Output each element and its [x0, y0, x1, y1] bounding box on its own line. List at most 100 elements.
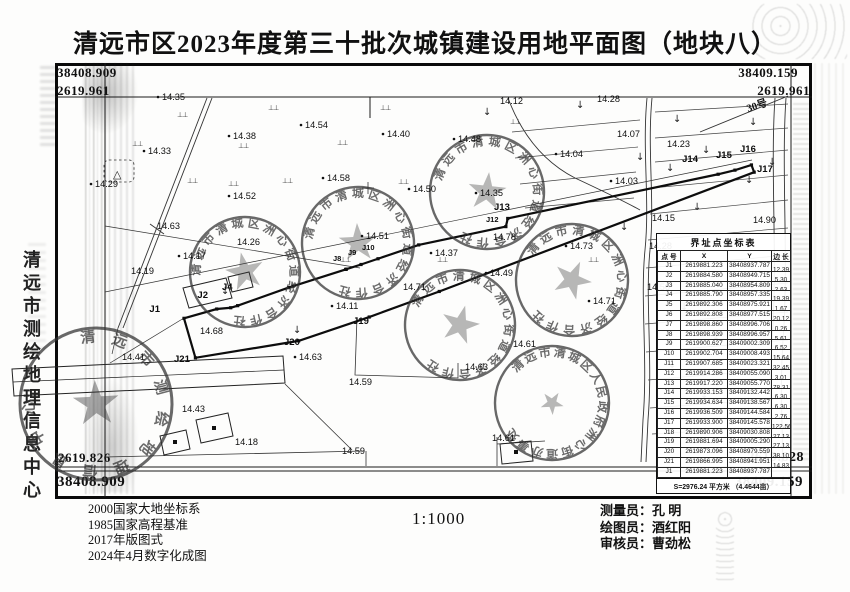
point-id-cell: J4 [657, 290, 681, 301]
elevation-value: 14.35 [480, 188, 503, 198]
x-cell: 2619936.509 [680, 407, 728, 419]
side-length-cell: 78.31 [771, 378, 791, 389]
y-cell: 38408937.787 [727, 261, 772, 272]
x-cell: 2619914.286 [680, 368, 728, 380]
spot-elevation: 14.11 [330, 301, 358, 311]
elevation-value: 14.38 [233, 131, 256, 141]
y-cell: 38408975.921 [727, 300, 772, 311]
boundary-point-label: J4 [222, 282, 233, 293]
elevation-value: 14.71 [593, 296, 616, 306]
control-point-icon: △ [113, 169, 122, 181]
corner-coordinate-top-right-northing: 2619.961 [757, 83, 810, 98]
y-cell: 38409023.321 [727, 358, 772, 370]
boundary-point-label: J12 [486, 215, 499, 224]
x-cell: 2619873.096 [680, 447, 728, 458]
point-id-cell: J19 [657, 437, 681, 448]
y-cell: 38408996.957 [727, 329, 772, 340]
y-cell: 38408996.706 [727, 319, 772, 331]
spot-elevation: 14.61 [513, 339, 536, 349]
boundary-vertex [229, 306, 233, 310]
spot-elevation: 14.73 [564, 241, 593, 251]
boundary-vertex [506, 216, 510, 221]
x-cell: 2619885.790 [680, 290, 728, 301]
boundary-vertex [193, 356, 198, 360]
point-id-cell: J16 [657, 407, 681, 419]
star-icon [338, 223, 377, 260]
x-cell: 2619900.627 [680, 339, 728, 350]
spot-elevation: 14.71 [403, 282, 426, 292]
x-cell: 2619898.939 [680, 329, 728, 340]
side-length-cell: 5.61 [771, 329, 791, 340]
elevation-value: 14.23 [667, 139, 690, 149]
side-length-cell: 20.12 [771, 309, 791, 321]
cadastral-lines [104, 95, 789, 466]
elevation-value: 14.63 [299, 352, 322, 362]
elevation-value: 14.03 [615, 176, 638, 186]
grass-symbol-icon: ⊥⊥ [177, 111, 188, 119]
side-length-cell: 3.01 [771, 368, 791, 380]
slope-arrow-icon: ↓ [702, 145, 710, 156]
side-length-cell: 5.30 [771, 270, 791, 282]
side-length-cell: 14.83 [771, 456, 791, 468]
point-id-cell: J2 [657, 270, 681, 282]
x-cell: 2619884.580 [680, 270, 728, 282]
table-header-row: 点 号 X Y 边 长 [657, 250, 791, 262]
round-stamp: 清远市清城区洲心街道经济合作社 [178, 204, 313, 340]
side-length-cell: 1.67 [771, 300, 791, 311]
area-summary: S=2976.24 平方米 （4.4644亩） [657, 477, 790, 493]
x-cell: 2619898.860 [680, 319, 728, 331]
boundary-vertex [733, 168, 737, 172]
y-cell: 38409055.770 [727, 378, 772, 389]
slope-arrow-icon: ↓ [749, 117, 757, 128]
elevation-value: 14.63 [465, 362, 488, 372]
y-cell: 38408979.559 [727, 447, 772, 458]
spot-elevation: 14.12 [500, 96, 523, 106]
point-id-cell: J1 [657, 261, 681, 272]
boundary-point-label: J20 [284, 337, 300, 348]
slope-arrow-icon: ↓ [693, 202, 701, 213]
star-icon [225, 252, 263, 291]
side-length-cell: 38.10 [771, 447, 791, 458]
slope-arrow-icon: ↓ [745, 175, 753, 186]
point-id-cell: J7 [657, 319, 681, 331]
boundary-vertex [287, 285, 291, 290]
spot-elevation: 14.54 [299, 120, 328, 130]
spot-elevation: 14.33 [142, 146, 171, 156]
side-length-cell: 19.39 [771, 290, 791, 301]
spot-elevation: 14.50 [407, 184, 436, 194]
note-line: 2024年4月数字化成图 [88, 548, 207, 563]
y-cell: 38409132.442 [727, 388, 772, 399]
y-cell: 38409145.578 [727, 417, 772, 429]
spot-elevation: 14.43 [182, 404, 205, 414]
corner-coordinate-top-right-easting: 38409.159 [738, 65, 798, 80]
spot-elevation: 14.29 [89, 179, 118, 189]
reviewer-row: 审核员：曹劲松 [600, 536, 692, 551]
y-cell: 38409005.290 [727, 437, 772, 448]
x-cell: 2619892.306 [680, 300, 728, 311]
y-cell: 38408977.515 [727, 309, 772, 321]
elevation-value: 14.15 [652, 213, 675, 223]
elevation-value: 14.12 [500, 96, 523, 106]
round-stamp: 清远市清城区人民政府洲心街道办事处 [471, 322, 633, 485]
agency-seal: 清远市测绘地理信息中心 [0, 306, 195, 502]
point-id-cell: J9 [657, 339, 681, 350]
point-id-cell: J5 [657, 300, 681, 311]
point-id-cell: J12 [657, 368, 681, 380]
side-length-cell: 32.45 [771, 358, 791, 370]
elevation-value: 14.18 [235, 437, 258, 447]
boundary-point-label: J19 [353, 316, 369, 327]
spot-elevation: 14.19 [131, 266, 154, 276]
boundary-vertex [437, 289, 441, 294]
note-line: 2000国家大地坐标系 [88, 502, 201, 516]
side-length-cell: 27.13 [771, 427, 791, 438]
y-cell: 38409144.584 [727, 407, 772, 419]
boundary-vertex [752, 170, 756, 174]
